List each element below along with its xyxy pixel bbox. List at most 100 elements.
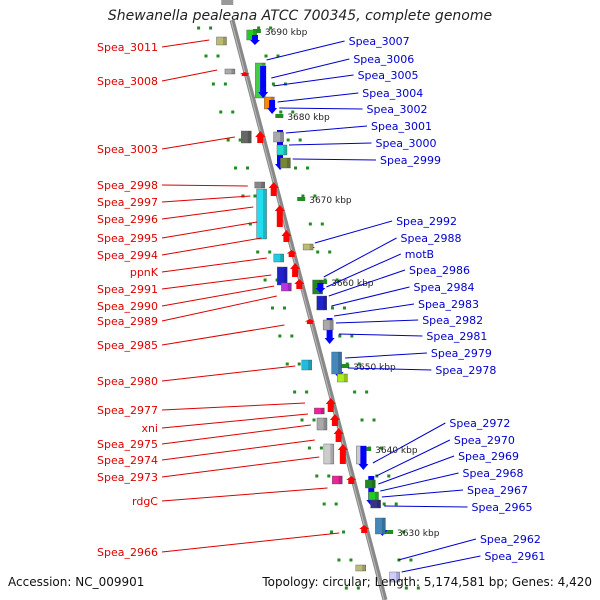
right-gene-shade [338,352,342,374]
left-leader-line [161,424,311,445]
left-leader-line [161,365,296,382]
left-gene-shade [222,37,227,45]
track-dot [231,110,235,114]
genome-axis [221,0,388,600]
track-dot [387,474,391,478]
track-dot [285,362,289,366]
track-dot [319,446,323,450]
track-dot [234,166,238,170]
kbp-tick-mark [319,280,328,284]
left-gene-arrow [255,131,266,143]
right-gene-arrow [258,66,269,98]
track-dot [306,166,310,170]
track-dot [253,194,257,198]
accession-text: Accession: NC_009901 [8,575,145,589]
track-dot [350,334,354,338]
right-gene-label: Spea_2972 [449,417,510,430]
track-dot [282,306,286,310]
left-leader-line [161,285,275,307]
right-leader-line [285,125,368,134]
right-gene-label: Spea_2979 [431,347,492,360]
track-dot [307,446,311,450]
left-leader-line [161,295,277,322]
right-gene-label: Spea_2984 [413,281,474,294]
track-dot [256,250,260,254]
right-leader-line [380,472,459,492]
left-leader-line [161,402,306,411]
left-gene-block [273,253,284,263]
left-gene-arrow [239,72,250,76]
track-dot [294,166,298,170]
left-gene-arrow [304,319,315,324]
right-gene-label: Spea_2983 [418,298,479,311]
left-gene-label: Spea_3008 [97,75,158,88]
left-gene-label: Spea_2990 [97,300,158,313]
right-gene-block [337,373,348,383]
left-gene-label: Spea_2975 [97,438,158,451]
right-gene-label: Spea_3001 [371,120,432,133]
right-leader-line [288,142,372,146]
right-gene-label: Spea_2962 [480,533,541,546]
left-gene-shade [263,189,267,239]
left-gene-label: Spea_2974 [97,454,158,467]
right-leader-line [314,220,393,244]
track-dot [298,138,302,142]
kbp-tick-label: 3690 kbp [265,28,308,38]
track-dot [301,194,305,198]
left-leader-line [161,439,315,461]
right-gene-shade [381,518,386,534]
right-gene-block [276,144,288,156]
left-gene-shade [287,283,292,291]
right-gene-label: Spea_2961 [484,550,545,563]
right-gene-shade [371,480,376,488]
kbp-tick-mark [385,530,394,534]
track-dot [404,586,408,590]
track-dot [263,278,267,282]
track-dot [327,474,331,478]
axis-top-marker [221,0,234,5]
left-gene-label: Spea_2994 [97,249,158,262]
track-dot [290,334,294,338]
left-gene-shade [247,131,252,143]
left-gene-shade [338,476,343,484]
track-dot [305,390,309,394]
left-gene-label: Spea_3003 [97,143,158,156]
left-leader-line [161,39,210,48]
left-gene-arrow [268,182,279,196]
kbp-tick-label: 3660 kbp [331,279,374,289]
track-dot [246,166,250,170]
left-gene-shade [362,565,366,571]
left-gene-arrow [333,428,344,442]
track-dot [360,418,364,422]
left-gene-arrow [290,263,301,277]
right-leader-line [331,286,410,307]
right-gene-label: Spea_3005 [358,69,419,82]
left-leader-line [161,487,328,502]
left-gene-arrow [325,398,336,412]
track-dot [379,446,383,450]
track-dot [337,558,341,562]
right-leader-line [323,237,397,278]
track-dot [394,502,398,506]
track-dot [315,474,319,478]
left-gene-block [254,181,265,189]
left-leader-line [161,206,254,220]
right-leader-line [401,555,481,573]
right-gene-arrow [358,446,369,470]
track-dot [278,334,282,338]
left-gene-label: Spea_2995 [97,232,158,245]
right-gene-label: Spea_2999 [380,154,441,167]
left-gene-block [314,407,325,415]
right-gene-block [365,479,376,489]
left-leader-line [161,195,251,203]
kbp-tick-mark [363,447,372,451]
track-dot [342,530,346,534]
track-dot [312,418,316,422]
left-gene-arrow [359,525,370,533]
left-gene-label: xni [141,422,158,435]
right-leader-line [347,367,432,371]
right-leader-line [273,74,354,87]
track-dot [356,586,360,590]
track-dot [219,110,223,114]
left-gene-arrow [286,250,297,257]
